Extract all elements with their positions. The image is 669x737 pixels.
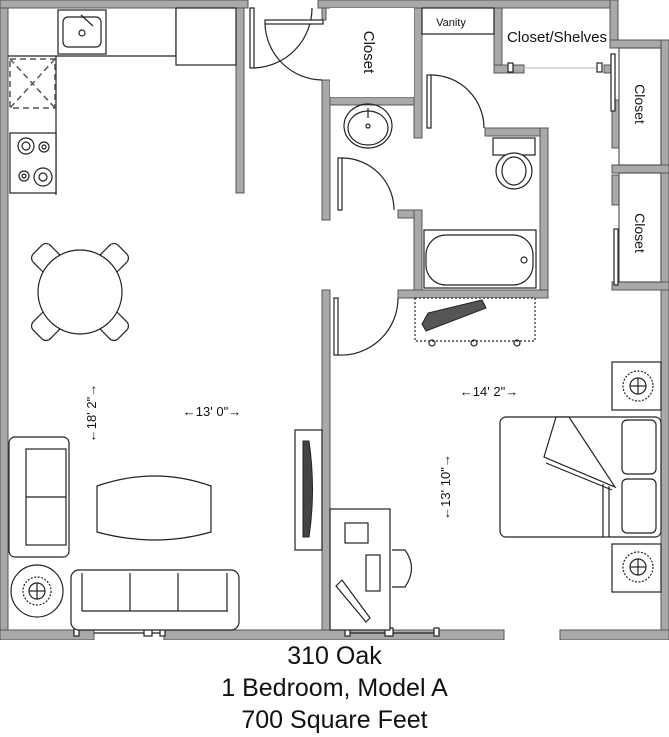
closet-top-label: Closet [360,31,377,74]
dimension-living-height: ←18' 2"→ [84,384,99,442]
caption-model: 1 Bedroom, Model A [221,674,448,702]
closet-top: Closet [330,8,414,97]
loveseat [8,436,70,558]
dimension-bedroom-height: ←13' 10"→ [438,454,453,520]
vanity-label: Vanity [436,17,466,29]
dresser [414,297,536,347]
closet-right-1: Closet [610,47,662,166]
kitchen-counter [8,7,237,195]
nightstand-top [611,361,662,411]
bedroom-door[interactable] [333,297,399,356]
bath-door[interactable] [337,74,485,211]
toilet [492,137,536,190]
entry-door[interactable] [249,7,324,81]
floor-lamp-living [10,564,64,618]
dining-table [30,242,130,342]
closet-right-1-label: Closet [632,84,648,124]
desk [329,508,391,631]
nightstand-bottom [611,543,662,593]
exterior-walls [0,0,669,640]
refrigerator [9,58,56,109]
closet-right-2-label: Closet [632,213,648,253]
bathtub [423,229,537,289]
kitchen-sink [57,9,107,55]
sofa [70,569,240,631]
vanity: Vanity [421,7,495,35]
tv-stand [294,429,323,551]
bed [499,416,662,538]
dimension-living-width: ←13' 0"→ [183,404,241,419]
caption-area: 700 Square Feet [241,706,428,734]
coffee-table [96,475,212,541]
dimension-bedroom-width: ←14' 2"→ [460,384,518,399]
closet-right-2: Closet [613,172,662,286]
bathroom-sink [343,103,393,149]
floor-plan: Closet Vanity C [0,0,669,640]
stove [9,132,57,194]
interior-walls [235,7,669,631]
desk-chair [392,549,413,588]
closet-shelves-label: Closet/Shelves [507,29,607,46]
caption-address: 310 Oak [287,642,382,670]
closet-shelves: Closet/Shelves [507,29,607,73]
bathroom: Vanity [337,7,537,289]
